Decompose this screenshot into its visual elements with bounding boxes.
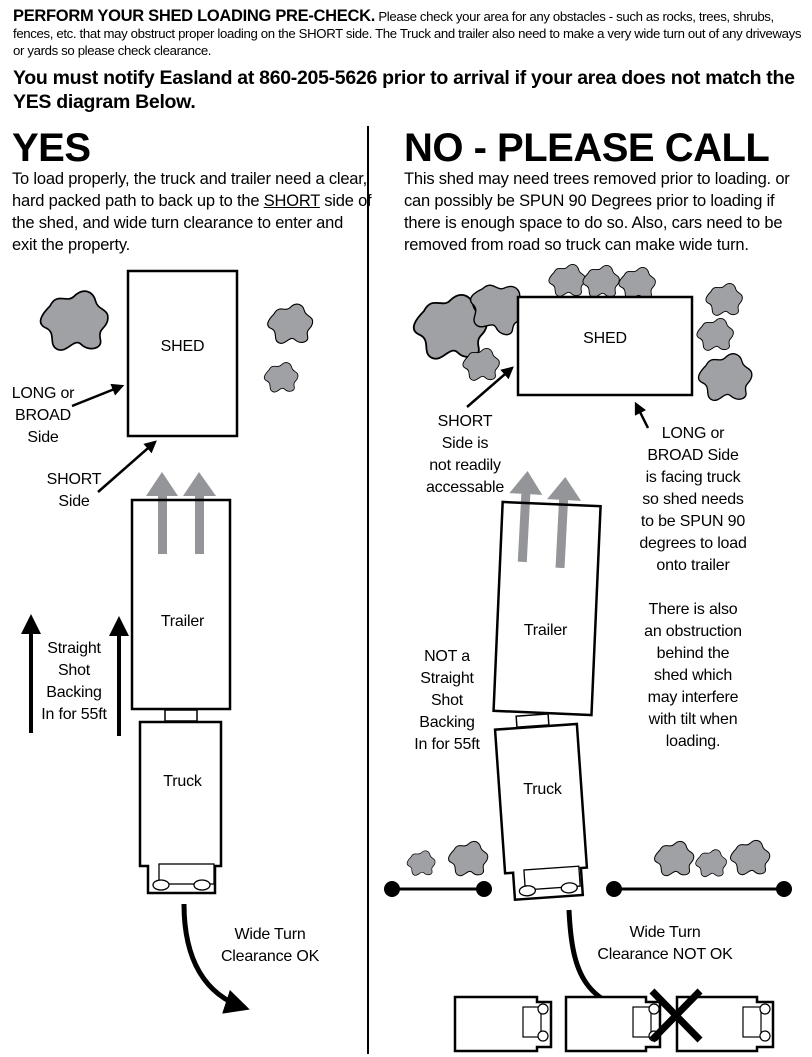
- label-line: LONG or: [11, 385, 75, 402]
- label-line: Straight: [47, 640, 101, 657]
- label-line: Backing: [46, 684, 102, 701]
- notify-warning: You must notify Easland at 860-205-5626 …: [13, 67, 795, 113]
- yes-heading: YES: [12, 126, 91, 170]
- label-line: Side is: [441, 435, 489, 452]
- label-line: NOT a: [424, 648, 470, 665]
- fence-right: [606, 881, 792, 897]
- no-trailer: [492, 500, 602, 717]
- no-heading: NO - PLEASE CALL: [404, 126, 770, 170]
- no-not-straight-label: NOT a Straight Shot Backing In for 55ft: [402, 646, 492, 756]
- label-line: to be SPUN 90: [640, 513, 746, 530]
- label-line: Shot: [430, 692, 464, 709]
- label-line: BROAD: [15, 407, 71, 424]
- no-long-side-label: LONG or BROAD Side is facing truck so sh…: [628, 423, 758, 577]
- no-truck: [493, 722, 589, 902]
- yes-desc-underlined: SHORT: [263, 192, 320, 210]
- no-trailer-label: Trailer: [523, 622, 568, 639]
- label-line: SHORT: [46, 471, 102, 488]
- label-line: Clearance NOT OK: [597, 946, 733, 963]
- fence-left: [384, 881, 492, 897]
- label-line: accessable: [425, 479, 505, 496]
- label-line: In for 55ft: [414, 736, 480, 753]
- no-short-side-arrow: [466, 366, 514, 408]
- no-truck-label: Truck: [523, 781, 562, 798]
- intro-body: Please check your area for any obstacles…: [13, 9, 802, 58]
- yes-desc-after: side of the shed, and wide turn clearanc…: [12, 192, 372, 254]
- no-obstruction-label: There is also an obstruction behind the …: [628, 599, 758, 753]
- no-short-side-label: SHORT Side is not readily accessable: [410, 411, 520, 499]
- label-line: Clearance OK: [220, 948, 320, 965]
- headlight-icon: [518, 885, 537, 897]
- no-description: This shed may need trees removed prior t…: [404, 170, 790, 254]
- label-line: Wide Turn: [629, 924, 701, 941]
- tree-icon: [267, 303, 314, 344]
- label-line: behind the: [656, 645, 730, 662]
- label-line: may interfere: [647, 689, 739, 706]
- intro-paragraph: PERFORM YOUR SHED LOADING PRE-CHECK. Ple…: [13, 8, 803, 59]
- yes-wide-turn-arrow: [181, 903, 250, 1014]
- yes-short-side-label: SHORT Side: [35, 469, 113, 513]
- yes-straight-shot-label: Straight Shot Backing In for 55ft: [34, 638, 114, 726]
- label-line: LONG or: [661, 425, 725, 442]
- label-line: There is also: [648, 601, 738, 618]
- tree-icon: [39, 290, 109, 351]
- label-line: Wide Turn: [234, 926, 306, 943]
- intro-lead: PERFORM YOUR SHED LOADING PRE-CHECK.: [13, 7, 376, 25]
- yes-load-direction-arrows: [146, 472, 216, 554]
- yes-shed-label: SHED: [160, 338, 205, 355]
- yes-long-side-arrow: [71, 383, 125, 408]
- label-line: loading.: [665, 733, 721, 750]
- no-shed-label: SHED: [583, 330, 627, 347]
- yes-truck-label: Truck: [163, 773, 202, 790]
- parked-car: [453, 995, 553, 1053]
- label-line: SHORT: [437, 413, 493, 430]
- label-line: degrees to load: [639, 535, 747, 552]
- label-line: Side: [27, 429, 59, 446]
- parked-car: [675, 995, 775, 1053]
- label-line: In for 55ft: [41, 706, 107, 723]
- yes-description: To load properly, the truck and trailer …: [12, 168, 372, 256]
- yes-desc-before: To load properly, the truck and trailer …: [12, 170, 368, 210]
- blocked-x-icon: [649, 988, 703, 1043]
- parked-car: [564, 995, 662, 1053]
- yes-wide-turn-label: Wide Turn Clearance OK: [210, 924, 330, 968]
- tree-icon: [263, 362, 299, 393]
- label-line: onto trailer: [656, 557, 730, 574]
- no-load-direction-arrows: [509, 471, 582, 569]
- headlight-icon: [560, 882, 578, 894]
- yes-trailer-label: Trailer: [160, 613, 205, 630]
- label-line: is facing truck: [645, 469, 741, 486]
- label-line: so shed needs: [642, 491, 744, 508]
- label-line: Shot: [57, 662, 91, 679]
- no-long-side-arrow: [634, 401, 650, 429]
- label-line: shed which: [653, 667, 733, 684]
- label-line: BROAD Side: [647, 447, 739, 464]
- label-line: with tilt when: [648, 711, 738, 728]
- label-line: not readily: [429, 457, 501, 474]
- label-line: an obstruction: [644, 623, 742, 640]
- no-shed: [516, 295, 694, 397]
- no-wide-turn-label: Wide Turn Clearance NOT OK: [585, 922, 745, 966]
- headlight-icon: [152, 879, 170, 891]
- headlight-icon: [193, 879, 211, 891]
- fence-trees: [406, 839, 771, 878]
- column-divider: [367, 126, 369, 1054]
- yes-long-side-label: LONG or BROAD Side: [4, 383, 82, 449]
- yes-shed: [126, 269, 239, 438]
- label-line: Straight: [420, 670, 474, 687]
- yes-trailer: [130, 498, 232, 711]
- yes-hitch: [164, 709, 198, 722]
- yes-truck: [138, 720, 223, 895]
- label-line: Backing: [419, 714, 475, 731]
- yes-short-side-arrow: [97, 440, 157, 493]
- label-line: Side: [58, 493, 90, 510]
